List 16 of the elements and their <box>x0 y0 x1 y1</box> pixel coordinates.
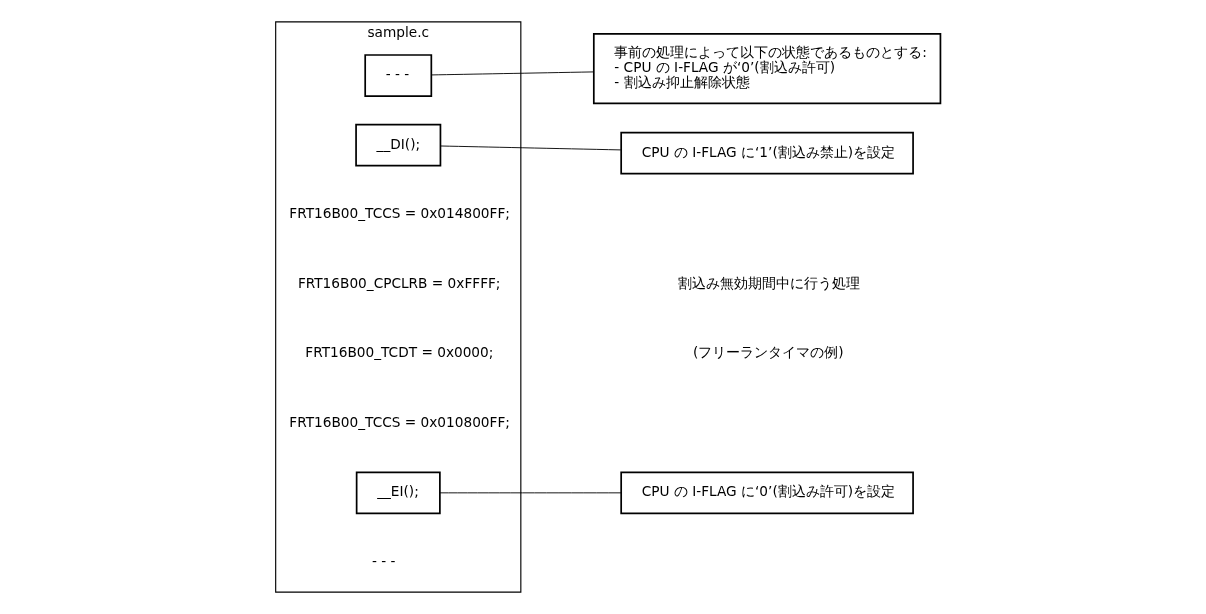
node-box: - - - <box>363 54 432 97</box>
label: FRT16B00_CPCLRB = 0xFFFF; <box>297 274 500 291</box>
node-box: CPU の I-FLAG に‘0’(割込み許可)を設定 <box>619 471 914 515</box>
node-box: __DI(); <box>354 123 441 167</box>
connector <box>430 71 594 76</box>
connector <box>439 492 621 494</box>
label: (フリーランタイマの例) <box>692 344 844 361</box>
node-box: CPU の I-FLAG に‘1’(割込み禁止)を設定 <box>619 131 914 175</box>
connector <box>439 145 621 151</box>
label: - - - <box>371 552 396 569</box>
node-box: 事前の処理によって以下の状態であるものとする: - CPU の I-FLAG が‘0’(割込み許可) - 割込み抑止解除状態 <box>592 33 941 105</box>
label: FRT16B00_TCDT = 0x0000; <box>304 344 493 361</box>
node-box: __EI(); <box>355 471 441 515</box>
label: FRT16B00_TCCS = 0x010800FF; <box>288 413 510 430</box>
label: FRT16B00_TCCS = 0x014800FF; <box>288 205 510 222</box>
label: 割込み無効期間中に行う処理 <box>677 274 860 291</box>
